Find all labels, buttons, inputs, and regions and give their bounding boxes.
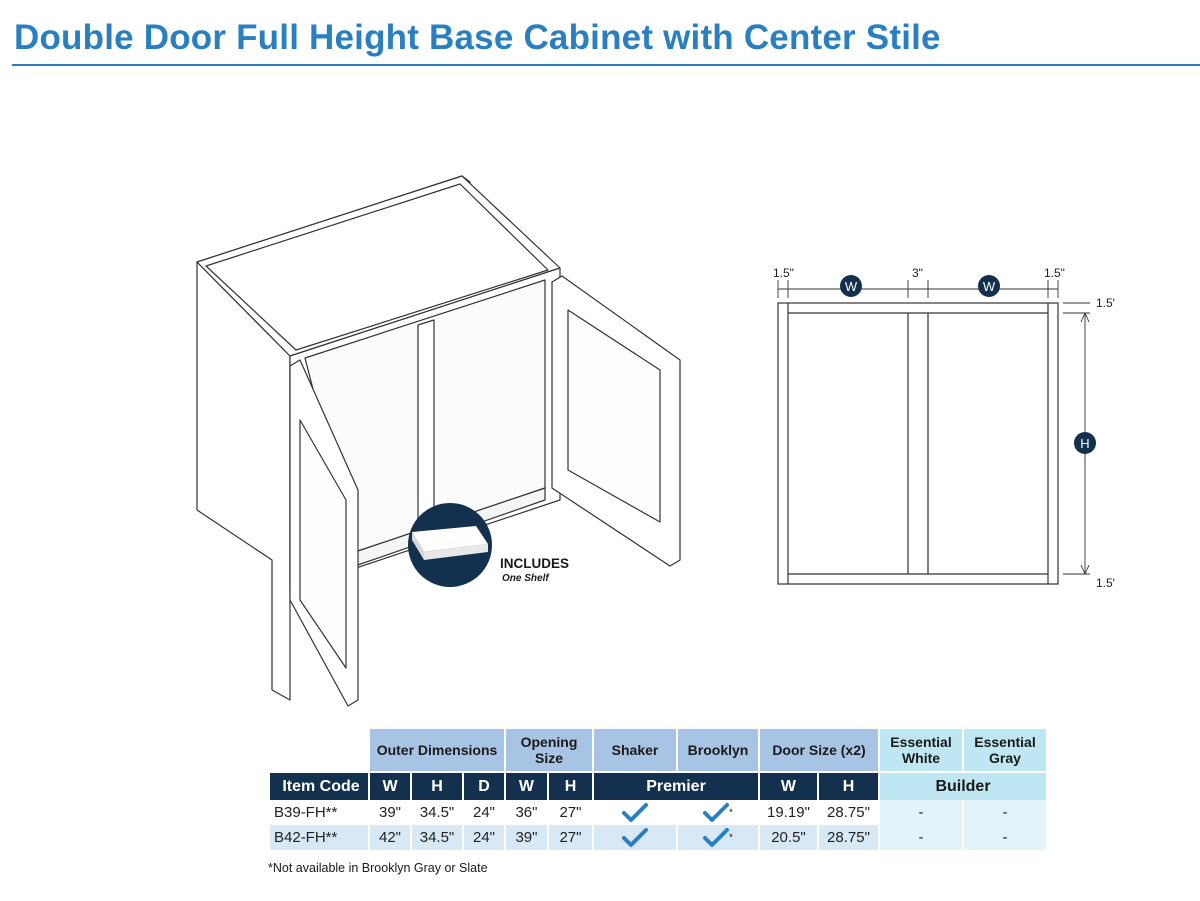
opening-height: 27" — [548, 825, 592, 850]
checkmark-icon — [622, 827, 648, 847]
includes-shelf-callout: INCLUDES One Shelf — [408, 503, 569, 587]
door-width: 19.19" — [767, 804, 810, 821]
brooklyn-asterisk: * — [729, 832, 733, 843]
outer-dimensions-header: Outer Dimensions — [370, 729, 504, 771]
door-height: 28.75" — [827, 804, 870, 821]
item-code: B42-FH** — [270, 825, 368, 850]
bottom-rail-dimension: 1.5' — [1096, 576, 1115, 590]
outer-depth: 24" — [464, 825, 504, 850]
brooklyn-available: * — [678, 825, 758, 850]
checkmark-icon — [703, 802, 730, 822]
opening-height: 27" — [559, 804, 582, 821]
essential-white-value: - — [880, 825, 962, 850]
table-row: B42-FH** 42" 34.5" 24" 39" 27" * 20.5" 2… — [270, 825, 1046, 850]
width-marker-left: W — [840, 275, 862, 297]
group-header-row: Outer Dimensions Opening Size Shaker Bro… — [270, 729, 1046, 771]
table-row: B39-FH** 39" 34.5" 24" 36" 27" * 19.19" … — [270, 800, 1046, 825]
height-marker: H — [1074, 432, 1096, 454]
svg-text:W: W — [983, 279, 996, 294]
checkmark-icon — [703, 827, 730, 847]
top-rail-dimension: 1.5' — [1096, 296, 1115, 310]
center-stile-dimension: 3" — [912, 266, 923, 280]
opening-h-header: H — [548, 771, 592, 800]
item-code-header: Item Code — [270, 771, 368, 800]
includes-label: INCLUDES — [500, 556, 569, 571]
builder-header: Builder — [880, 771, 1046, 800]
opening-width: 36" — [515, 804, 538, 821]
width-marker-right: W — [978, 275, 1000, 297]
outer-width: 39" — [378, 804, 401, 821]
essential-white-value: - — [880, 800, 962, 825]
outer-h-header: H — [412, 771, 462, 800]
cabinet-illustration: INCLUDES One Shelf — [196, 175, 681, 707]
outer-width: 42" — [370, 825, 410, 850]
page-title: Double Door Full Height Base Cabinet wit… — [14, 18, 941, 57]
opening-width: 39" — [506, 825, 547, 850]
shaker-available — [594, 825, 676, 850]
checkmark-icon — [622, 802, 648, 822]
left-stile-dimension: 1.5" — [773, 266, 794, 280]
right-stile-dimension: 1.5" — [1044, 266, 1065, 280]
door-width: 20.5" — [760, 825, 817, 850]
svg-text:H: H — [1080, 436, 1089, 451]
front-elevation-diagram: 1.5" 3" 1.5" 1.5' 1.5' W W H — [773, 266, 1115, 590]
essential-gray-value: - — [964, 825, 1046, 850]
opening-w-header: W — [506, 771, 547, 800]
spec-table: Outer Dimensions Opening Size Shaker Bro… — [268, 729, 1048, 850]
premier-header: Premier — [594, 771, 758, 800]
essential-gray-header: Essential Gray — [964, 729, 1046, 771]
title-underline — [12, 64, 1200, 66]
brooklyn-available: * — [678, 800, 758, 825]
essential-white-header: Essential White — [880, 729, 962, 771]
outer-height: 34.5" — [412, 825, 462, 850]
door-height: 28.75" — [818, 825, 878, 850]
brooklyn-asterisk: * — [729, 807, 733, 818]
brooklyn-header: Brooklyn — [678, 729, 758, 771]
outer-depth: 24" — [472, 804, 495, 821]
outer-height: 34.5" — [419, 804, 455, 821]
essential-gray-value: - — [964, 800, 1046, 825]
shaker-available — [594, 800, 676, 825]
door-h-header: H — [818, 771, 878, 800]
footnote: *Not available in Brooklyn Gray or Slate — [268, 861, 488, 875]
opening-size-header: Opening Size — [506, 729, 592, 771]
door-w-header: W — [760, 771, 817, 800]
item-code: B39-FH** — [274, 804, 338, 821]
svg-text:W: W — [845, 279, 858, 294]
sub-header-row: Item Code W H D W H Premier W H Builder — [270, 771, 1046, 800]
outer-d-header: D — [464, 771, 504, 800]
includes-sublabel: One Shelf — [502, 573, 550, 584]
door-size-header: Door Size (x2) — [760, 729, 878, 771]
outer-w-header: W — [370, 771, 410, 800]
shaker-header: Shaker — [594, 729, 676, 771]
